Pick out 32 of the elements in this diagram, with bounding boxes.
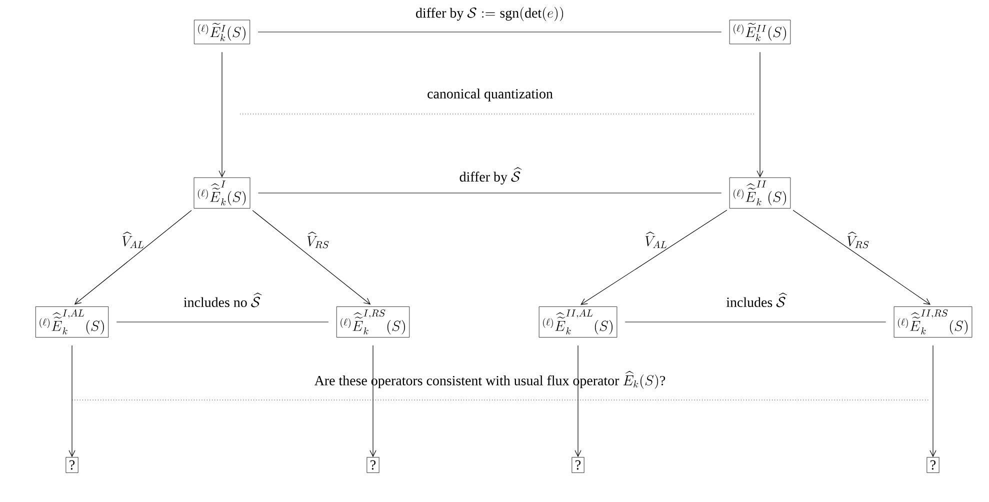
operator-box: ${}^{(\ell)}\widehat{\widetilde{E}}^{I}_k(S)$ <box>194 177 250 209</box>
arrow <box>580 210 728 305</box>
operator-box: ${}^{(\ell)}\widehat{\widetilde{E}}^{II}_k(S)$ <box>729 177 791 209</box>
operator-box: ${}^{(\ell)}\widehat{\widetilde{E}}^{II,AL}_k(S)$ <box>538 306 618 338</box>
arrow <box>756 52 764 178</box>
connector-line <box>258 192 722 194</box>
operator-box: ${}^{(\ell)}\widehat{\widetilde{E}}^{I,AL}_k(S)$ <box>35 306 109 338</box>
question-box: ? <box>926 457 940 473</box>
question-box: ? <box>572 457 584 473</box>
arrow <box>370 345 376 458</box>
edge-label: $\text{includes no } \widehat{\mathcal{S}}$ <box>184 292 262 308</box>
edge-label: $\text{differ by } \widehat{\mathcal{S}}$ <box>460 167 522 184</box>
question-box: ? <box>66 457 78 473</box>
annotation-text: $\text{canonical quantization}$ <box>428 88 553 102</box>
edge-label: $\widehat{V}_{AL}$ <box>122 232 144 248</box>
operator-box: ${}^{(\ell)}\widetilde{E}^{II}_k(S)$ <box>729 20 791 44</box>
arrow <box>792 210 931 305</box>
edge-label: $\text{differ by } \mathcal{S} := \mathrm{sgn}(\det(e))$ <box>416 6 564 22</box>
question-box: ? <box>366 457 380 473</box>
arrow <box>74 210 192 305</box>
edge-label: $\widehat{V}_{RS}$ <box>307 232 329 248</box>
arrow <box>574 345 582 458</box>
operator-box: ${}^{(\ell)}\widehat{\widetilde{E}}^{I,RS}_k(S)$ <box>336 306 410 338</box>
arrow <box>252 210 371 305</box>
operator-box: ${}^{(\ell)}\widetilde{E}^{I}_k(S)$ <box>194 20 250 44</box>
operator-box: ${}^{(\ell)}\widehat{\widetilde{E}}^{II,RS}_k(S)$ <box>894 306 972 338</box>
arrow <box>68 345 76 458</box>
edge-label: $\widehat{V}_{AL}$ <box>645 232 667 248</box>
edge-label: $\text{includes } \widehat{\mathcal{S}}$ <box>726 292 788 308</box>
arrow <box>218 52 226 178</box>
arrow <box>930 345 936 458</box>
edge-label: $\widehat{V}_{RS}$ <box>847 232 869 248</box>
